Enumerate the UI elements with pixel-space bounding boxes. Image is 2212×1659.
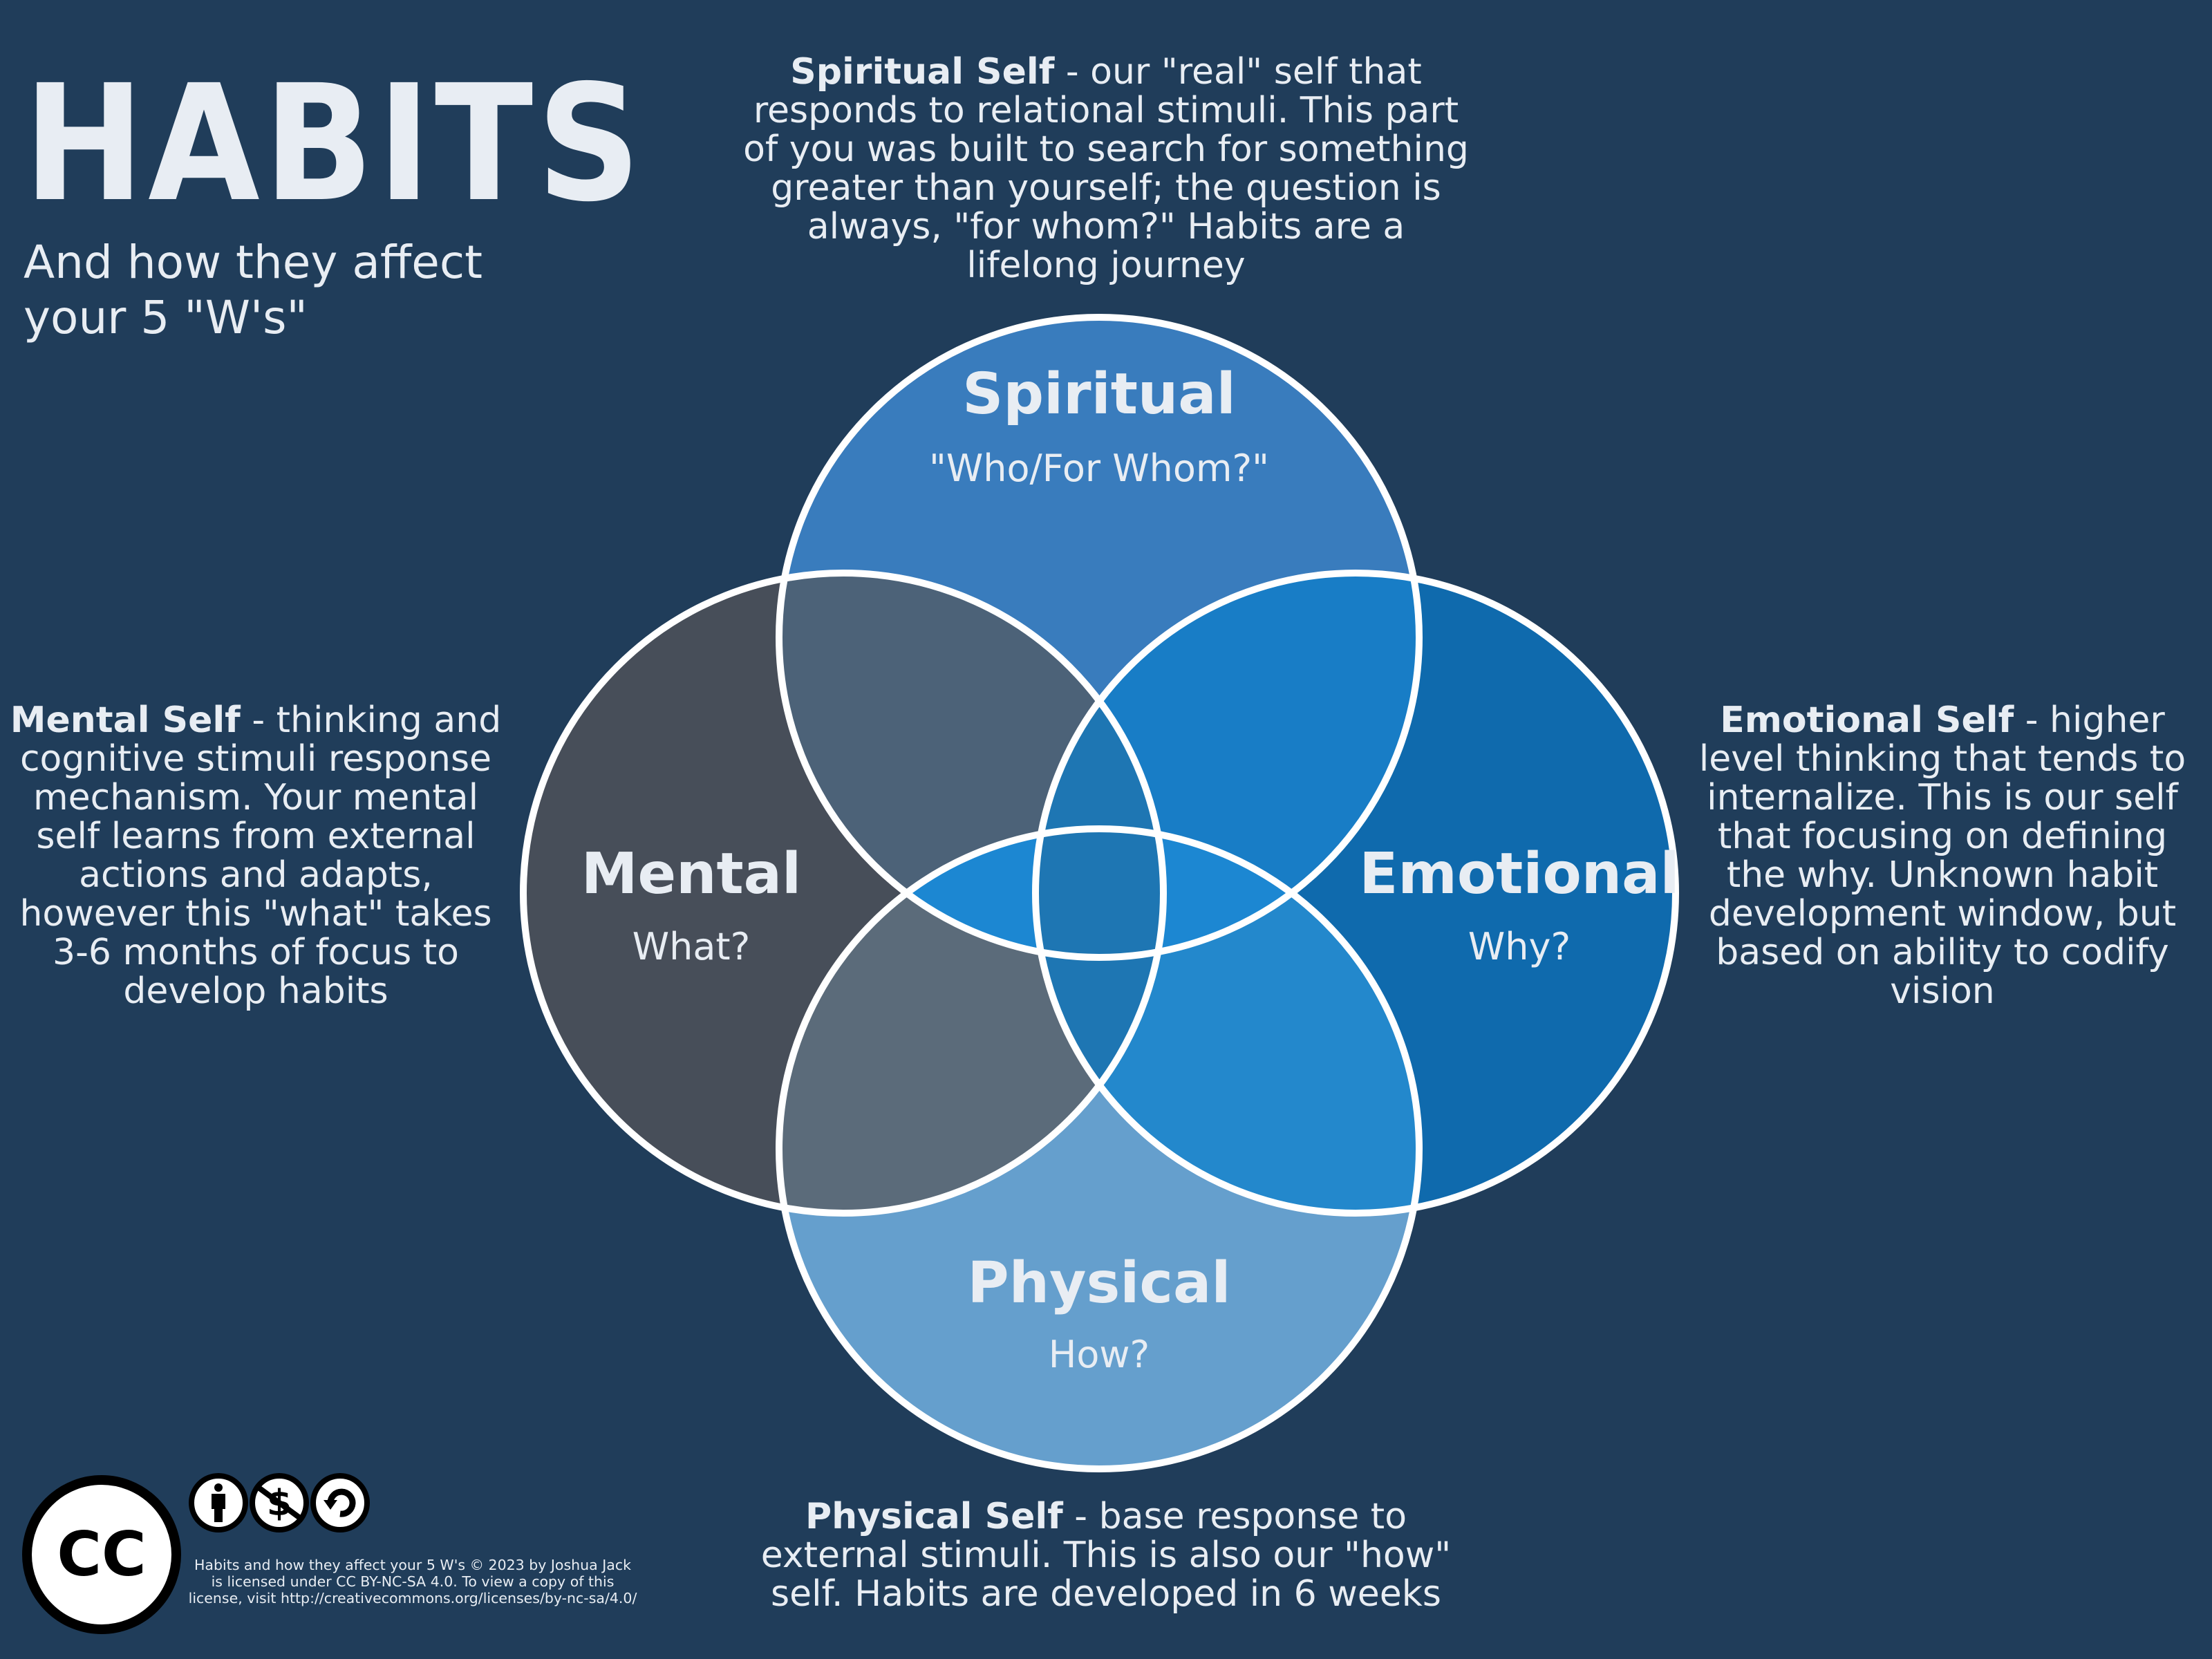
- mental-description-body: - thinking and cognitive stimuli respons…: [19, 700, 502, 1012]
- noncommercial-icon: $: [250, 1473, 309, 1533]
- circle-emotional-outline: [1032, 570, 1679, 1217]
- physical-description-body: - base response to external stimuli. Thi…: [760, 1496, 1452, 1615]
- license-text: Habits and how they affect your 5 W's © …: [188, 1557, 637, 1606]
- spiritual-question: "Who/For Whom?": [929, 447, 1269, 490]
- physical-description-heading: Physical Self: [805, 1496, 1063, 1537]
- emotional-label: Emotional: [1359, 841, 1679, 907]
- mental-description-heading: Mental Self: [10, 700, 241, 741]
- page-subtitle: And how they affect your 5 "W's": [24, 235, 549, 346]
- subtitle-line-2: your 5 "W's": [24, 291, 308, 344]
- creative-commons-icon: CC: [22, 1475, 181, 1634]
- mental-label: Mental: [581, 841, 801, 907]
- cc-badge-text: CC: [57, 1519, 146, 1590]
- physical-label: Physical: [968, 1250, 1231, 1316]
- attribution-icon: [189, 1473, 248, 1533]
- emotional-description-body: - higher level thinking that tends to in…: [1698, 700, 2186, 1012]
- page-title: HABITS: [24, 50, 645, 237]
- spiritual-label: Spiritual: [962, 362, 1235, 427]
- circle-physical-outline: [776, 825, 1423, 1472]
- emotional-question: Why?: [1468, 925, 1571, 968]
- emotional-description: Emotional Self - higher level thinking t…: [1694, 701, 2191, 1011]
- spiritual-description: Spiritual Self - our "real" self that re…: [740, 53, 1472, 285]
- circle-mental-outline: [520, 570, 1167, 1217]
- spiritual-description-heading: Spiritual Self: [790, 51, 1055, 93]
- spiritual-description-body: - our "real" self that responds to relat…: [743, 51, 1469, 286]
- emotional-description-heading: Emotional Self: [1720, 700, 2014, 741]
- physical-description: Physical Self - base response to externa…: [740, 1497, 1472, 1613]
- mental-description: Mental Self - thinking and cognitive sti…: [7, 701, 505, 1011]
- sharealike-icon: [310, 1473, 370, 1533]
- license-block: CC $ Habits and how they affect your 5 W…: [21, 1472, 637, 1652]
- mental-question: What?: [632, 925, 751, 968]
- circle-spiritual-outline: [776, 314, 1423, 961]
- physical-question: How?: [1049, 1333, 1150, 1376]
- subtitle-line-1: And how they affect: [24, 236, 483, 289]
